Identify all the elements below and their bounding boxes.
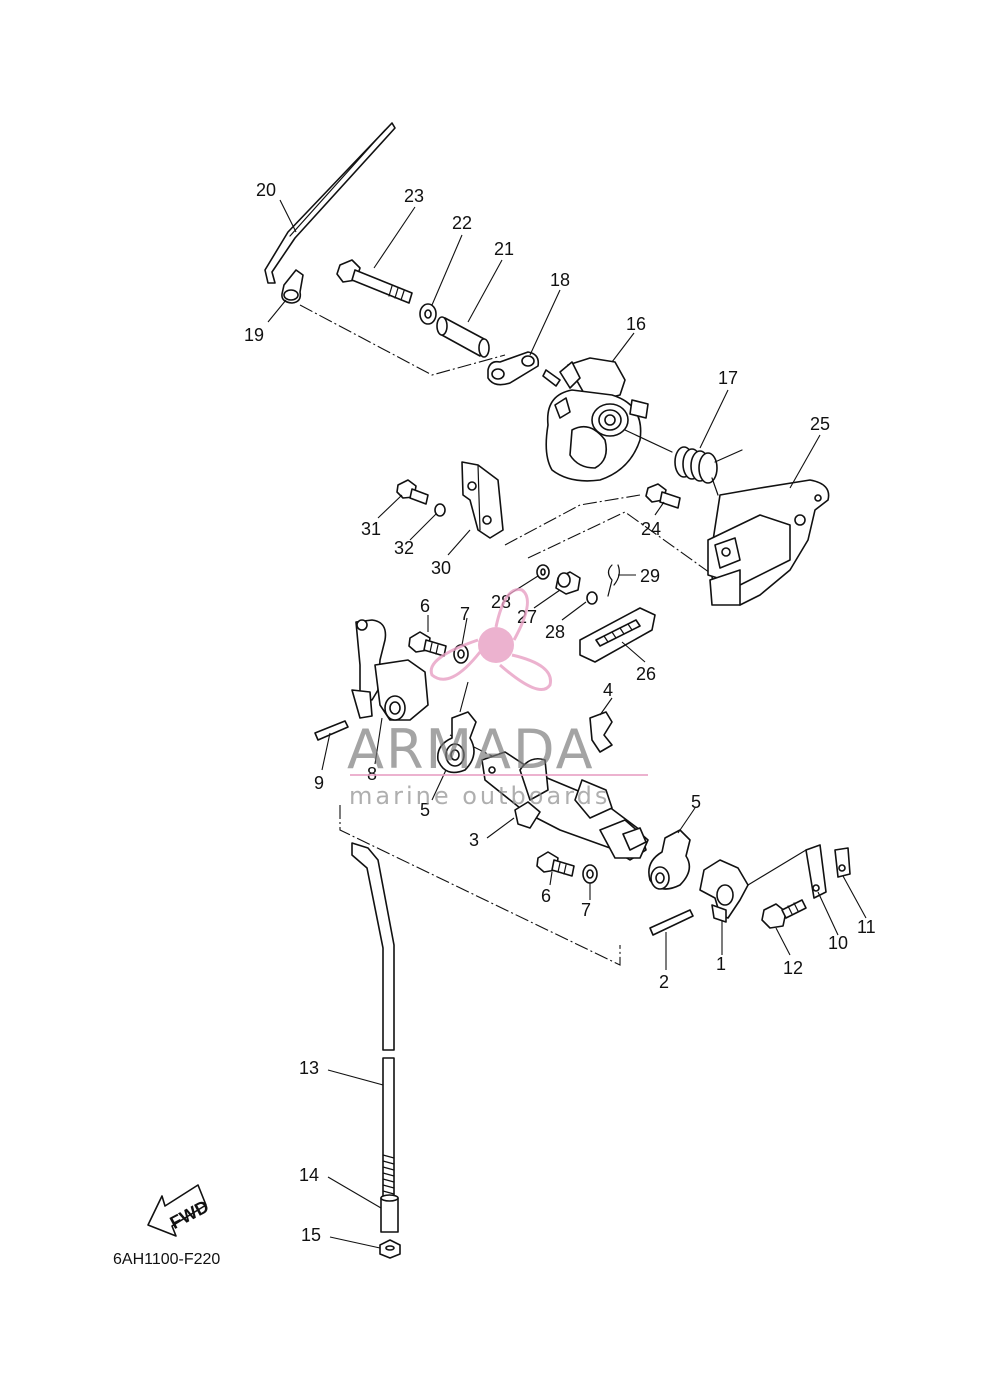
part-18-link — [487, 351, 561, 387]
part-6-bolt-lower — [536, 851, 575, 877]
callout-15: 15 — [301, 1225, 321, 1245]
callout-24: 24 — [641, 519, 661, 539]
callout-11: 11 — [857, 917, 876, 937]
callout-12: 12 — [783, 958, 803, 978]
callout-20: 20 — [256, 180, 276, 200]
part-6-bolt-upper — [408, 631, 447, 657]
callout-13: 13 — [299, 1058, 319, 1078]
part-9-pin — [314, 720, 349, 741]
part-21-collar — [436, 316, 490, 358]
part-15-nut — [379, 1239, 401, 1259]
callout-3: 3 — [469, 830, 479, 850]
part-26-slider — [579, 607, 656, 663]
part-14-long-nut — [380, 1194, 399, 1233]
part-31-bolt — [396, 479, 429, 505]
callout-29: 29 — [640, 566, 660, 586]
callout-7-upper: 7 — [460, 604, 470, 624]
callout-2: 2 — [659, 972, 669, 992]
part-30-bracket — [461, 461, 504, 539]
callout-25: 25 — [810, 414, 830, 434]
callout-23: 23 — [404, 186, 424, 206]
watermark-tagline: marine outboards — [349, 782, 610, 810]
part-25-bracket — [707, 479, 830, 606]
assembly-line-plate — [747, 849, 807, 886]
callouts: 20 19 23 22 21 18 16 17 25 24 31 32 30 2… — [244, 180, 876, 1245]
part-13-shift-rod — [351, 842, 395, 1206]
callout-31: 31 — [361, 519, 381, 539]
part-12-bolt — [761, 899, 807, 929]
part-23-bolt — [336, 259, 413, 304]
watermark-propeller-icon — [429, 587, 552, 691]
callout-5-upper: 5 — [420, 800, 430, 820]
callout-32: 32 — [394, 538, 414, 558]
callout-6-lower: 6 — [541, 886, 551, 906]
watermark: ARMADA marine outboards — [347, 587, 648, 810]
callout-28-lower: 28 — [545, 622, 565, 642]
watermark-brand: ARMADA — [347, 718, 595, 781]
part-16-throttle-cam — [545, 357, 649, 482]
part-8-lever — [351, 619, 429, 721]
part-5-joint-lower — [648, 829, 691, 890]
part-4-clip — [589, 711, 613, 753]
callout-10: 10 — [828, 933, 848, 953]
callout-17: 17 — [718, 368, 738, 388]
diagram-code: 6AH1100-F220 — [113, 1251, 220, 1268]
part-24-bolt — [645, 483, 681, 509]
callout-9: 9 — [314, 773, 324, 793]
callout-19: 19 — [244, 325, 264, 345]
callout-1: 1 — [716, 954, 726, 974]
part-3-shift-shaft — [481, 751, 649, 861]
callout-18: 18 — [550, 270, 570, 290]
callout-22: 22 — [452, 213, 472, 233]
part-5-joint-upper — [436, 711, 477, 774]
part-27-collar — [555, 571, 581, 595]
part-28-washer-lower — [586, 591, 598, 605]
part-7-washer-lower — [582, 864, 598, 884]
part-2-pin — [649, 909, 694, 936]
part-28-washer-upper — [536, 564, 550, 580]
part-1-lever — [699, 859, 749, 923]
callout-14: 14 — [299, 1165, 319, 1185]
part-32-washer — [434, 503, 446, 517]
part-22-washer — [419, 303, 437, 325]
callout-16: 16 — [626, 314, 646, 334]
callout-4: 4 — [603, 680, 613, 700]
callout-21: 21 — [494, 239, 514, 259]
part-10-plate — [805, 844, 827, 899]
fwd-arrow-icon: FWD — [147, 1184, 212, 1237]
part-11-plate — [834, 847, 851, 878]
part-29-clip — [607, 564, 620, 597]
part-17-spring — [624, 429, 743, 496]
callout-30: 30 — [431, 558, 451, 578]
callout-7-lower: 7 — [581, 900, 591, 920]
callout-5-lower: 5 — [691, 792, 701, 812]
part-20-throttle-rod — [264, 122, 396, 284]
leader-lines — [267, 199, 867, 1249]
callout-26: 26 — [636, 664, 656, 684]
part-19-ball-joint — [281, 269, 304, 304]
callout-6-upper: 6 — [420, 596, 430, 616]
